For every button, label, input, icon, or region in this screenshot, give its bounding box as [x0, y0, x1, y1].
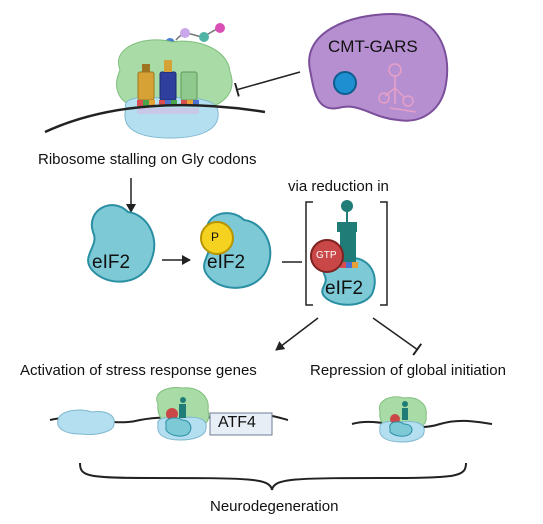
grouping-brace [79, 462, 467, 491]
cmt-gars-label: CMT-GARS [328, 37, 418, 56]
trna-mini [402, 408, 408, 420]
atf4-box [209, 412, 273, 436]
mrna-right [351, 419, 493, 429]
via-reduction-label: via reduction in [288, 178, 389, 195]
small-subunit-scanning [57, 409, 115, 435]
gtp-mini [166, 408, 178, 420]
repressed-initiation-ribosome [351, 396, 493, 443]
gars-inhibits-ribosome-line [234, 71, 301, 97]
phospho-eif2-label: eIF2 [207, 252, 246, 273]
eif2-label: eIF2 [92, 252, 131, 273]
trna-p-site [159, 71, 177, 101]
peptide-bead [215, 23, 225, 33]
bracket-left [305, 201, 313, 306]
trna-mini [179, 404, 186, 418]
stress-response-ribosome [49, 387, 289, 441]
gars-body [308, 12, 449, 122]
eif2-mini [389, 421, 413, 437]
activation-arrow [275, 317, 319, 351]
ternary-complex [310, 200, 376, 306]
phosphate-badge [200, 221, 234, 255]
eif2-protein-shape [87, 204, 156, 283]
bound-trna-icon [378, 63, 417, 113]
trna-e-site [137, 71, 155, 101]
trna-a-site [180, 71, 198, 101]
stalled-ribosome [44, 23, 266, 139]
met-residue-icon [341, 200, 353, 212]
gtp-badge [310, 239, 344, 273]
complex-eif2-label: eIF2 [325, 278, 364, 299]
trna-p-site-tip [164, 60, 172, 72]
gtp-label: GTP [316, 250, 337, 261]
mrna-strand [44, 103, 266, 134]
codon-strip [137, 100, 199, 114]
neurodegeneration-label: Neurodegeneration [210, 498, 339, 515]
activation-label: Activation of stress response genes [20, 362, 257, 379]
peptide-bead [180, 28, 190, 38]
bracket-right [380, 201, 388, 306]
peptide-bead [199, 32, 209, 42]
ribosome-stalling-label: Ribosome stalling on Gly codons [38, 151, 257, 168]
initiator-trna-body [340, 232, 356, 262]
trna-e-site-tip [142, 64, 150, 72]
gars-active-site [333, 71, 357, 95]
repression-inhibition-line [372, 317, 423, 356]
phosphate-label: P [211, 230, 220, 244]
cmt-gars-protein [308, 12, 449, 122]
eif2-mini [165, 417, 192, 437]
trna-acceptor-arm [337, 222, 357, 232]
repression-label: Repression of global initiation [310, 362, 506, 379]
atf4-label: ATF4 [218, 414, 256, 431]
